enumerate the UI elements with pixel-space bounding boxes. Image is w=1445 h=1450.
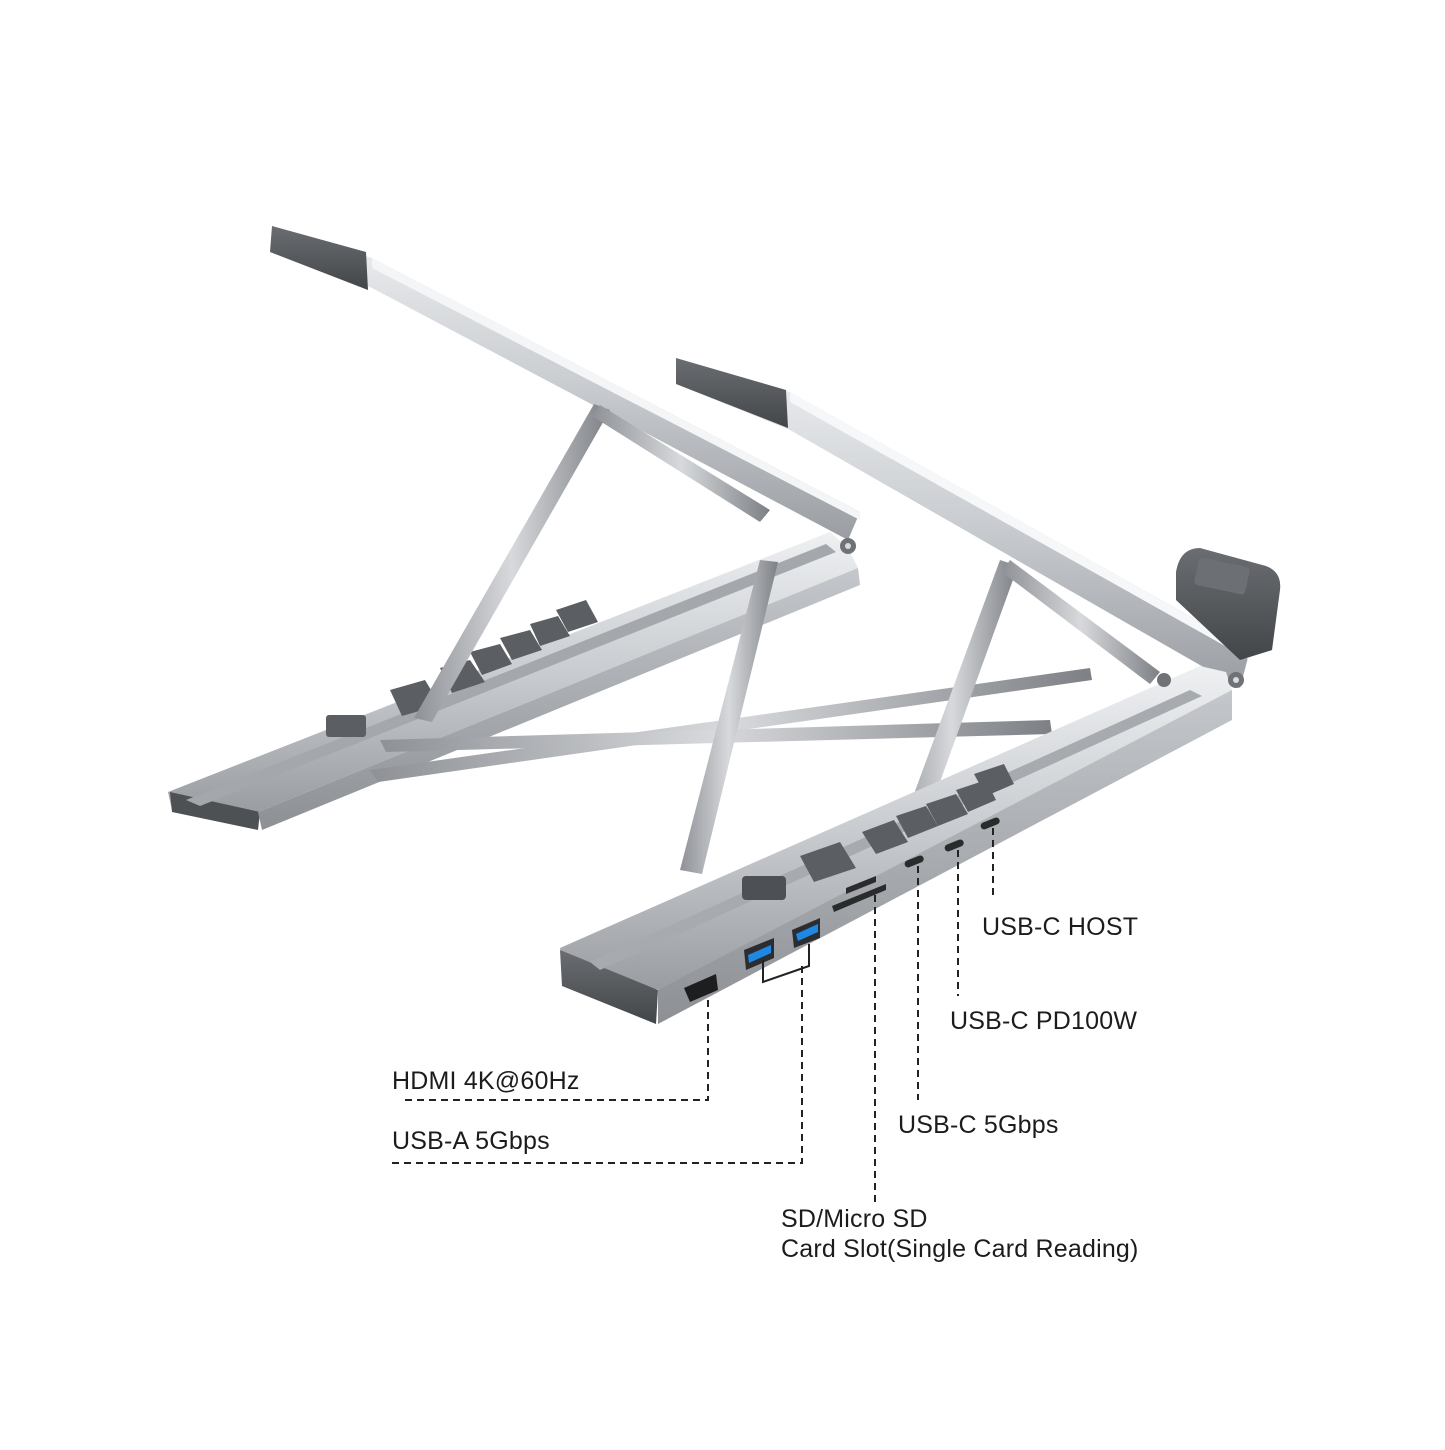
label-usb-a: USB-A 5Gbps xyxy=(392,1127,550,1155)
port-usb-a-1 xyxy=(744,938,774,970)
left-top-rubber-pad xyxy=(270,226,368,290)
label-usb-c-host: USB-C HOST xyxy=(982,913,1139,941)
port-card-slots xyxy=(832,876,886,912)
hub-end-cap xyxy=(560,950,658,1024)
port-hdmi xyxy=(684,974,718,1002)
leader-hdmi xyxy=(400,1000,709,1101)
callout-leader-lines xyxy=(392,828,994,1206)
label-card-slot-line1: SD/Micro SD xyxy=(781,1205,928,1233)
label-usb-c-5gbps: USB-C 5Gbps xyxy=(898,1111,1059,1139)
port-usb-a-2 xyxy=(792,918,820,948)
left-support-strut xyxy=(414,404,610,722)
right-top-rubber-pad xyxy=(676,358,788,428)
left-brace-strut xyxy=(592,405,770,522)
port-usb-c-5gbps xyxy=(904,855,924,868)
left-angle-notches xyxy=(326,600,598,737)
center-strut xyxy=(680,560,778,874)
right-angle-notches xyxy=(742,764,1014,900)
port-usb-c-host xyxy=(980,817,1000,830)
usb-a-bracket xyxy=(762,944,810,984)
right-top-arm xyxy=(676,358,1281,688)
leader-usb-a xyxy=(392,966,803,1164)
right-base-rail-hub xyxy=(560,666,1244,1024)
port-usb-c-pd xyxy=(944,839,964,852)
left-base-rail xyxy=(168,532,860,830)
right-brace-strut xyxy=(1002,560,1160,684)
label-hdmi: HDMI 4K@60Hz xyxy=(392,1067,580,1095)
left-top-arm xyxy=(270,226,860,540)
label-card-slot-line2: Card Slot(Single Card Reading) xyxy=(781,1235,1139,1263)
label-usb-c-pd: USB-C PD100W xyxy=(950,1007,1138,1035)
